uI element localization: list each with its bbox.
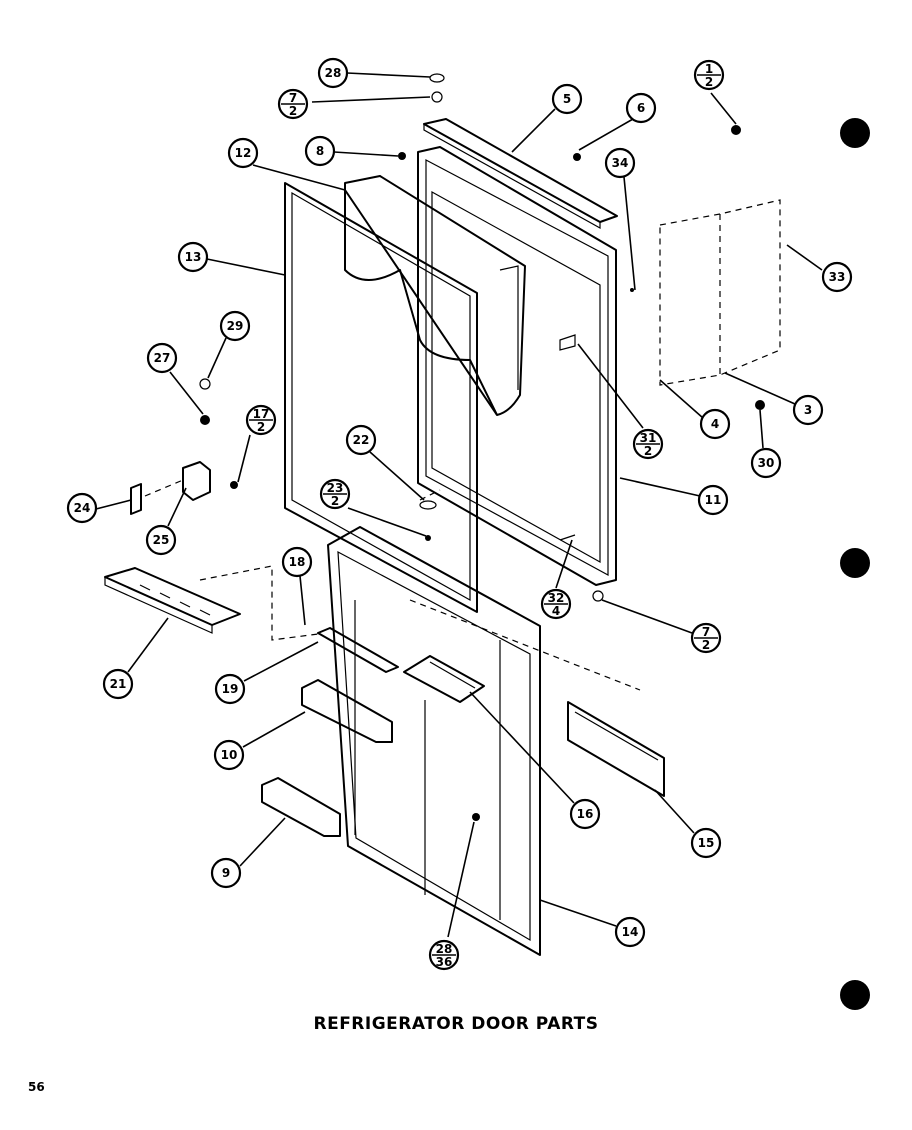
callout-number: 16: [577, 807, 594, 821]
callout-c24: 24: [66, 492, 98, 524]
callout-number: 18: [289, 555, 306, 569]
callout-c5: 5: [551, 83, 583, 115]
callout-c19: 19: [214, 673, 246, 705]
callout-number: 27: [154, 351, 171, 365]
callout-c15: 15: [690, 827, 722, 859]
top-trim-part-5: [423, 118, 618, 230]
callout-number: 23: [327, 481, 344, 495]
callout-number: 4: [711, 417, 719, 431]
leader-lines: [95, 72, 823, 938]
callout-c18: 18: [281, 546, 313, 578]
callout-c16: 16: [569, 798, 601, 830]
callout-number: 31: [640, 431, 657, 445]
liner-top-part-12: [344, 175, 526, 416]
callout-c3: 3: [792, 394, 824, 426]
callout-quantity: 2: [289, 104, 297, 118]
callout-number: 13: [185, 250, 202, 264]
callout-c13: 13: [177, 241, 209, 273]
callout-c23-2: 232: [319, 478, 351, 510]
callout-c11: 11: [697, 484, 729, 516]
side-assembly-parts-3-4-33: [659, 199, 781, 386]
callout-c29: 29: [219, 310, 251, 342]
callout-c9: 9: [210, 857, 242, 889]
callout-c33: 33: [821, 261, 853, 293]
bar-part-19: [317, 627, 399, 673]
callout-c32-4: 324: [540, 588, 572, 620]
door-shelf-part-10: [301, 679, 393, 743]
door-shelf-part-9: [261, 777, 341, 837]
callout-number: 29: [227, 319, 244, 333]
callout-c8: 8: [304, 135, 336, 167]
callout-number: 10: [221, 748, 238, 762]
callout-number: 1: [705, 62, 713, 76]
alignment-dash-lines: [199, 489, 641, 691]
callout-c25: 25: [145, 524, 177, 556]
callout-c27: 27: [146, 342, 178, 374]
callout-c30: 30: [750, 447, 782, 479]
callout-number: 30: [758, 456, 775, 470]
callout-number: 12: [235, 146, 252, 160]
binder-hole: [840, 118, 870, 148]
callout-number: 6: [637, 101, 645, 115]
fasteners: [199, 73, 765, 821]
callout-number: 28: [325, 66, 342, 80]
callout-c31-2: 312: [632, 428, 664, 460]
callout-c6: 6: [625, 92, 657, 124]
hinge-bracket-parts-24-25: [130, 461, 211, 515]
callout-number: 17: [253, 407, 270, 421]
page-number: 56: [28, 1080, 45, 1094]
callout-labels: 2872812563412331329271722223231243301124…: [66, 57, 853, 971]
callout-number: 3: [804, 403, 812, 417]
outer-panel-part-11: [417, 146, 617, 586]
callout-c10: 10: [213, 739, 245, 771]
callout-number: 14: [622, 925, 639, 939]
callout-c21: 21: [102, 668, 134, 700]
callout-number: 22: [353, 433, 370, 447]
callout-c14: 14: [614, 916, 646, 948]
callout-number: 7: [289, 91, 297, 105]
callout-c7-2b: 72: [690, 622, 722, 654]
callout-number: 8: [316, 144, 324, 158]
callout-number: 5: [563, 92, 571, 106]
callout-number: 28: [436, 942, 453, 956]
callout-number: 7: [702, 625, 710, 639]
callout-quantity: 2: [705, 75, 713, 89]
callout-number: 19: [222, 682, 239, 696]
callout-number: 21: [110, 677, 127, 691]
callout-quantity: 2: [644, 444, 652, 458]
callout-c12: 12: [227, 137, 259, 169]
callout-c22: 22: [345, 424, 377, 456]
callout-c28a: 28: [317, 57, 349, 89]
lower-liner-part-14: [327, 526, 541, 956]
egg-tray-part-21: [104, 567, 241, 634]
gasket-frame-part-13: [284, 182, 478, 613]
callout-c34: 34: [604, 147, 636, 179]
callout-c1-2: 12: [693, 59, 725, 91]
diagram-title: REFRIGERATOR DOOR PARTS: [313, 1014, 599, 1034]
callout-c17-2: 172: [245, 404, 277, 436]
callout-number: 33: [829, 270, 846, 284]
callout-number: 25: [153, 533, 170, 547]
callout-quantity: 2: [331, 494, 339, 508]
shelf-bin-part-16: [403, 655, 485, 703]
callout-quantity: 2: [702, 638, 710, 652]
callout-number: 24: [74, 501, 91, 515]
callout-quantity: 2: [257, 420, 265, 434]
callout-number: 15: [698, 836, 715, 850]
callout-quantity: 4: [552, 604, 560, 618]
trim-rail-part-15: [567, 701, 665, 797]
callout-number: 9: [222, 866, 230, 880]
callout-c4: 4: [699, 408, 731, 440]
callout-c7-2a: 72: [277, 88, 309, 120]
callout-number: 34: [612, 156, 629, 170]
callout-number: 32: [548, 591, 565, 605]
binder-hole: [840, 980, 870, 1010]
binder-hole: [840, 548, 870, 578]
callout-number: 11: [705, 493, 722, 507]
callout-quantity: 36: [436, 955, 453, 969]
